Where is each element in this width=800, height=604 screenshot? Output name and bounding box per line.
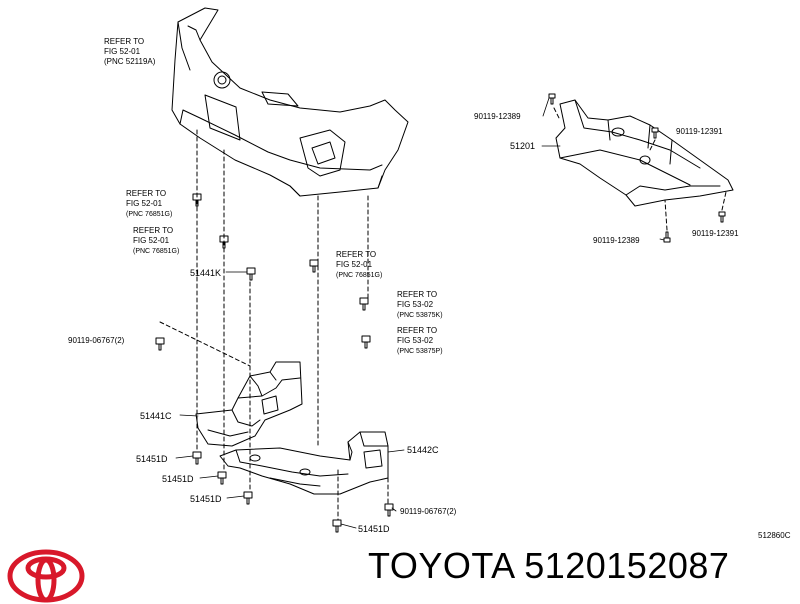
toyota-logo-icon xyxy=(7,549,85,603)
bolt-icon xyxy=(359,297,369,311)
part-number-labels: 90119-12389 90119-12391 51201 90119-1238… xyxy=(68,112,739,534)
part-label-90119-12391-top: 90119-12391 xyxy=(676,127,723,136)
part-label-51201: 51201 xyxy=(510,141,535,151)
part-label-51451d-a: 51451D xyxy=(136,454,168,464)
part-label-90119-12391-bot: 90119-12391 xyxy=(692,229,739,238)
front-crossmember xyxy=(555,99,734,207)
part-label-90119-12389-bot: 90119-12389 xyxy=(593,236,640,245)
part-label-51442c: 51442C xyxy=(407,445,439,455)
part-label-90119-12389-top: 90119-12389 xyxy=(474,112,521,121)
bolt-icon xyxy=(217,471,227,485)
bolt-icon xyxy=(718,211,726,223)
part-label-51441c: 51441C xyxy=(140,411,172,421)
bolt-icon xyxy=(243,491,253,505)
bolt-icon xyxy=(332,519,342,533)
figure-code: 512860C xyxy=(758,531,791,540)
part-label-90119-06767-right: 90119-06767(2) xyxy=(400,507,457,516)
part-label-51441k: 51441K xyxy=(190,268,221,278)
part-label-90119-06767-left: 90119-06767(2) xyxy=(68,336,125,345)
leader-lines xyxy=(175,97,665,529)
brand-and-part-number: TOYOTA 5120152087 xyxy=(368,545,730,586)
alignment-lines xyxy=(159,107,727,521)
bolt-icon xyxy=(651,127,659,139)
bolt-icon xyxy=(155,337,165,351)
bolt-icon xyxy=(309,259,319,273)
part-label-51451d-b: 51451D xyxy=(162,474,194,484)
engine-under-cover-center xyxy=(219,431,389,495)
front-bumper-cover xyxy=(171,7,409,197)
bolt-icon xyxy=(246,267,256,281)
bolt-icon xyxy=(663,231,671,243)
bolt-icon xyxy=(361,335,371,349)
part-label-51451d-d: 51451D xyxy=(358,524,390,534)
bolt-icon xyxy=(548,93,556,105)
bolt-icon xyxy=(192,451,202,465)
bolt-icon xyxy=(384,503,394,517)
engine-under-cover-left xyxy=(195,361,303,447)
part-label-51451d-c: 51451D xyxy=(190,494,222,504)
